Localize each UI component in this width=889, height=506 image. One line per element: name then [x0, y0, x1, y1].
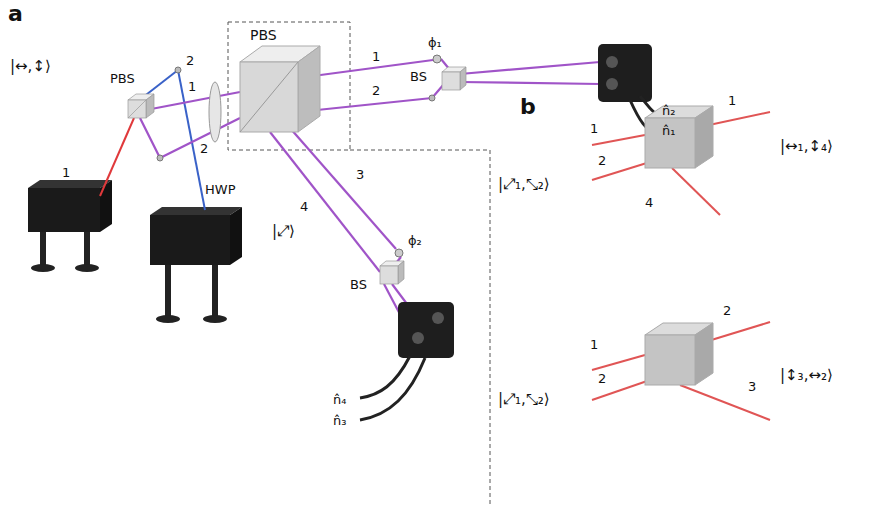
- detector-output: n̂₂: [662, 104, 675, 118]
- part-label: BS: [410, 70, 427, 84]
- panel-letter: a: [8, 2, 23, 26]
- path-number: 2: [723, 304, 731, 318]
- phase-label: ϕ₁: [428, 36, 442, 50]
- part-label: BS: [350, 278, 367, 292]
- path-number: 4: [300, 200, 308, 214]
- path-number: 3: [748, 380, 756, 394]
- path-number: 1: [372, 50, 380, 64]
- path-number: 2: [186, 54, 194, 68]
- path-number: 1: [62, 166, 70, 180]
- ket-label: |⤢₁,⤡₂⟩: [498, 176, 550, 193]
- panel-letter: b: [520, 95, 536, 119]
- ket-label: |⤢₁,⤡₂⟩: [498, 391, 550, 408]
- part-label: HWP: [205, 183, 235, 197]
- ket-label: |⤢⟩: [272, 223, 295, 240]
- path-number: 4: [645, 196, 653, 210]
- detector-output: n̂₁: [662, 124, 675, 138]
- path-number: 2: [372, 84, 380, 98]
- detector-output: n̂₄: [333, 393, 346, 407]
- path-number: 3: [356, 168, 364, 182]
- path-number: 2: [598, 372, 606, 386]
- ket-label: |↔,↕⟩: [10, 58, 51, 75]
- path-number: 2: [598, 154, 606, 168]
- part-label: PBS: [250, 28, 277, 43]
- ket-label: |↕₃,↔₂⟩: [780, 367, 833, 384]
- path-number: 2: [200, 142, 208, 156]
- phase-label: ϕ₂: [408, 234, 422, 248]
- path-number: 1: [728, 94, 736, 108]
- part-label: PBS: [110, 72, 135, 86]
- ket-label: |↔₁,↕₄⟩: [780, 138, 833, 155]
- path-number: 1: [188, 80, 196, 94]
- path-number: 1: [590, 122, 598, 136]
- detector-output: n̂₃: [333, 414, 346, 428]
- path-number: 1: [590, 338, 598, 352]
